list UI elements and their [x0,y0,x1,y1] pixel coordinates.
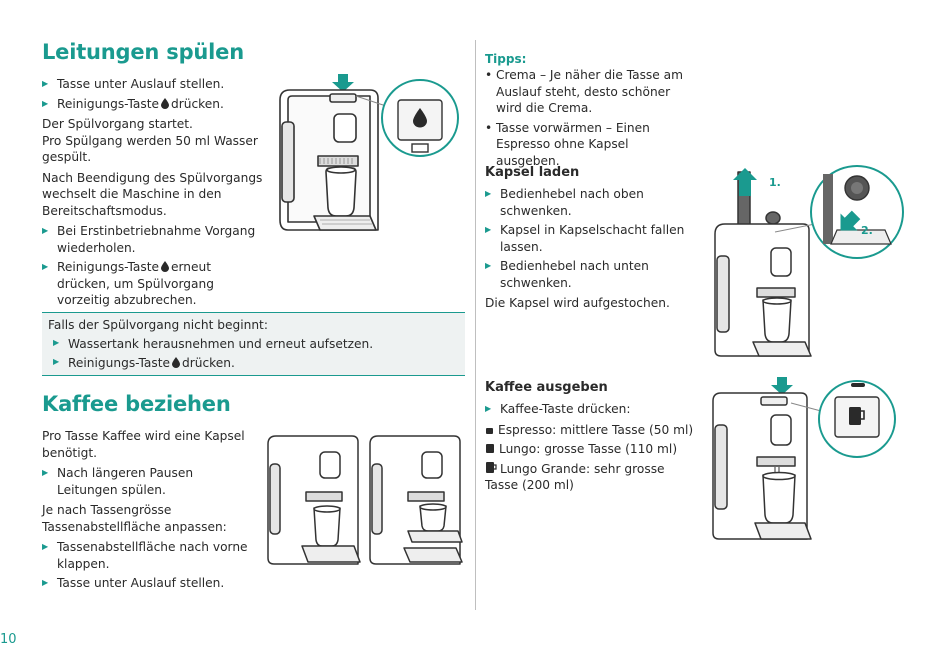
coffee-step-1: Nach längeren Pausen Leitungen spülen. [42,465,257,498]
rinse-title: Leitungen spülen [42,40,244,64]
machine-dispense-illustration [712,377,896,540]
size-espresso: Espresso: mittlere Tasse (50 ml) [485,422,695,439]
dispense-step-1: Kaffee-Taste drücken: [485,401,695,418]
rinse-step-3: Bei Erstinbetriebnahme Vorgang wiederhol… [42,223,267,256]
coffee-p1: Pro Tasse Kaffee wird eine Kapsel benöti… [42,429,245,460]
coffee-text: Pro Tasse Kaffee wird eine Kapsel benöti… [42,428,257,596]
note-intro: Falls der Spülvorgang nicht beginnt: [48,318,268,332]
dispense-title: Kaffee ausgeben [485,380,608,395]
page-number: 10 [0,632,17,647]
espresso-cup-icon [486,427,493,434]
capsule-text: Bedienhebel nach oben schwenken. Kapsel … [485,186,690,316]
machine-cup-tray-illustration [267,435,463,565]
water-drop-icon [160,261,169,272]
coffee-step-3: Tasse unter Auslauf stellen. [42,575,257,592]
coffee-step-2: Tassenabstellfläche nach vorne klappen. [42,539,257,572]
size-lungo-grande: Lungo Grande: sehr grosse Tasse (200 ml) [485,461,665,492]
water-drop-icon [160,97,169,109]
rinse-text: Tasse unter Auslauf stellen. Reinigungs-… [42,76,267,313]
capsule-step-1: Bedienhebel nach oben schwenken. [485,186,690,219]
troubleshoot-note: Falls der Spülvorgang nicht beginnt: Was… [42,312,465,376]
size-lungo: Lungo: grosse Tasse (110 ml) [485,441,695,458]
capsule-label-1: 1. [769,176,781,189]
coffee-p2: Je nach Tassengrösse Tassenabstellfläche… [42,503,227,534]
lungo-cup-icon [486,444,494,453]
rinse-step-1: Tasse unter Auslauf stellen. [42,76,267,93]
capsule-step-3: Bedienhebel nach unten schwenken. [485,258,690,291]
coffee-title: Kaffee beziehen [42,392,231,416]
tip-1: Crema – Je näher die Tasse am Auslauf st… [485,67,695,117]
capsule-p1: Die Kapsel wird aufgestochen. [485,296,670,310]
capsule-step-2: Kapsel in Kapselschacht fallen lassen. [485,222,690,255]
rinse-p1: Der Spülvorgang startet.Pro Spülgang wer… [42,117,258,164]
water-drop-icon [171,357,180,368]
column-divider [475,40,476,610]
dispense-text: Kaffee-Taste drücken: Espresso: mittlere… [485,401,695,494]
tips-title: Tipps: [485,52,527,66]
tip-2: Tasse vorwärmen – Einen Espresso ohne Ka… [485,120,695,170]
capsule-title: Kapsel laden [485,165,580,180]
lungo-grande-cup-icon [486,461,497,473]
tips-text: Crema – Je näher die Tasse am Auslauf st… [485,67,695,172]
note-item-1: Wassertank herausnehmen und erneut aufse… [53,335,459,354]
capsule-label-2: 2. [861,224,873,237]
machine-rinse-illustration [279,74,459,231]
rinse-p2: Nach Beendigung des Spülvorgangs wechsel… [42,170,263,218]
machine-capsule-illustration: 1. 2. [714,165,904,357]
